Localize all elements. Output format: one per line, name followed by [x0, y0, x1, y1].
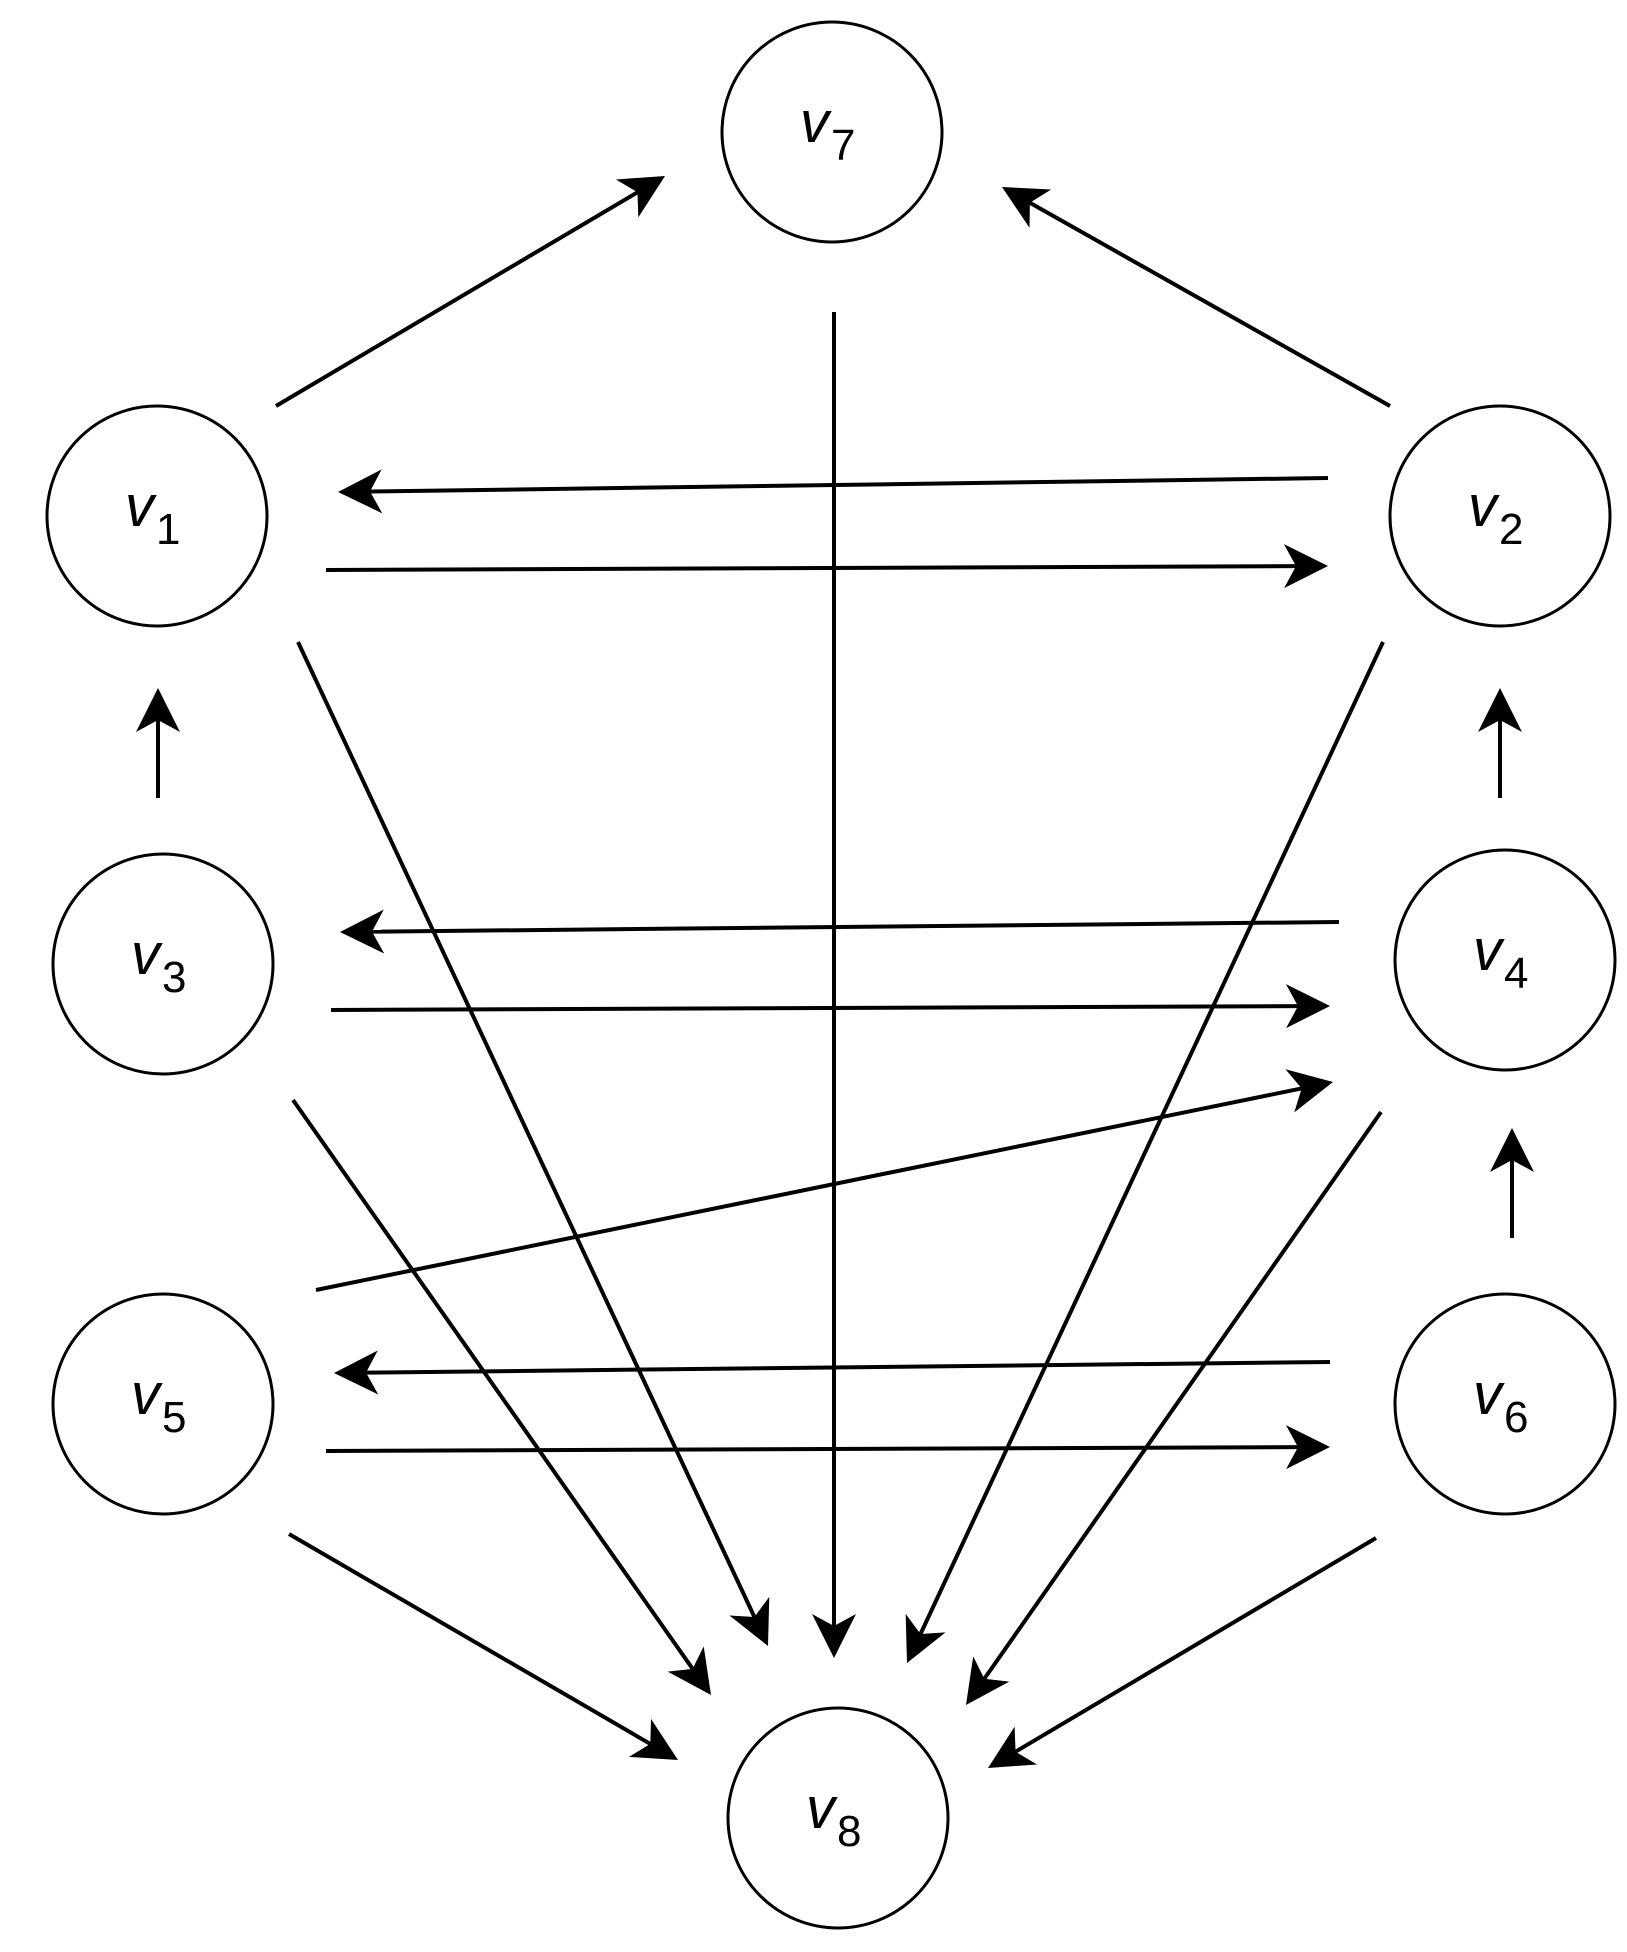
edge-line — [369, 476, 1329, 494]
arrowhead-icon — [1002, 187, 1052, 228]
edge-line — [315, 1086, 1303, 1292]
edge-v1-to-v2 — [325, 544, 1328, 589]
edge-v5-to-v4 — [315, 1069, 1333, 1292]
arrowhead-icon — [729, 1596, 770, 1646]
edge-v4-to-v3 — [340, 909, 1340, 954]
node-label-subscript: 5 — [162, 1393, 186, 1442]
edge-line — [1028, 200, 1391, 408]
arrowhead-icon — [667, 1646, 711, 1695]
node-label-subscript: 6 — [1504, 1393, 1528, 1442]
arrowhead-icon — [1478, 688, 1522, 732]
edge-line — [274, 190, 639, 408]
edge-line — [296, 641, 757, 1618]
node-label: v2 — [1468, 474, 1523, 554]
edge-v6-to-v4 — [1490, 1128, 1534, 1238]
node-v7: v7 — [720, 20, 944, 244]
node-label: v8 — [806, 1776, 861, 1856]
node-circle — [1393, 1292, 1617, 1516]
node-circle — [1388, 404, 1612, 628]
node-label-letter: v — [131, 922, 163, 987]
node-circle — [51, 852, 275, 1076]
node-label-subscript: 7 — [831, 121, 855, 170]
edge-v4-to-v8 — [966, 1110, 1383, 1705]
edge-line — [330, 1004, 1299, 1012]
arrowhead-icon — [628, 1718, 678, 1760]
arrowhead-icon — [988, 1726, 1038, 1768]
node-v8: v8 — [726, 1706, 950, 1930]
edge-line — [371, 920, 1340, 934]
node-label-letter: v — [806, 1776, 838, 1841]
arrowhead-icon — [812, 1614, 856, 1658]
edge-line — [982, 1110, 1383, 1680]
node-label-subscript: 3 — [162, 953, 186, 1002]
edge-v2-to-v7 — [1002, 187, 1391, 408]
node-circle — [726, 1706, 950, 1930]
edge-line — [325, 564, 1297, 572]
node-v4: v4 — [1393, 848, 1617, 1072]
arrowhead-icon — [1490, 1128, 1534, 1172]
node-label: v1 — [125, 474, 180, 554]
node-label: v4 — [1473, 918, 1528, 998]
edge-v2-to-v1 — [338, 469, 1329, 514]
node-label: v6 — [1473, 1362, 1528, 1442]
arrowhead-icon — [334, 1350, 379, 1395]
node-circle — [1393, 848, 1617, 1072]
edge-line — [291, 1098, 695, 1670]
edge-v3-to-v8 — [291, 1098, 711, 1695]
node-v2: v2 — [1388, 404, 1612, 628]
edge-v6-to-v5 — [334, 1350, 1331, 1395]
arrowhead-icon — [338, 469, 383, 514]
arrowhead-icon — [136, 688, 180, 732]
edge-line — [1014, 1536, 1378, 1754]
node-circle — [720, 20, 944, 244]
node-circle — [45, 404, 269, 628]
arrowhead-icon — [340, 909, 385, 954]
edge-v1-to-v8 — [296, 641, 770, 1646]
arrowhead-icon — [615, 176, 665, 218]
node-label-letter: v — [1473, 1362, 1505, 1427]
node-label: v7 — [800, 90, 855, 170]
arrowhead-icon — [1283, 544, 1328, 589]
edge-line — [365, 1360, 1331, 1375]
edge-v2-to-v8 — [905, 641, 1385, 1663]
node-circle — [51, 1292, 275, 1516]
node-label-subscript: 1 — [156, 505, 180, 554]
arrowhead-icon — [1285, 1069, 1333, 1113]
node-v6: v6 — [1393, 1292, 1617, 1516]
node-label-subscript: 4 — [1504, 949, 1528, 998]
edge-line — [918, 641, 1385, 1635]
edge-v6-to-v8 — [988, 1536, 1378, 1768]
arrowhead-icon — [905, 1613, 946, 1663]
edge-line — [325, 1445, 1299, 1453]
edge-v3-to-v4 — [330, 984, 1330, 1029]
edge-v3-to-v1 — [136, 688, 180, 798]
edge-v5-to-v8 — [287, 1532, 678, 1760]
node-label-letter: v — [125, 474, 157, 539]
edge-v5-to-v6 — [325, 1425, 1330, 1470]
edge-v4-to-v2 — [1478, 688, 1522, 798]
arrowhead-icon — [1285, 1425, 1330, 1470]
node-v3: v3 — [51, 852, 275, 1076]
node-v1: v1 — [45, 404, 269, 628]
node-label-subscript: 8 — [837, 1807, 861, 1856]
node-label-letter: v — [1468, 474, 1500, 539]
edge-line — [287, 1532, 652, 1746]
node-v5: v5 — [51, 1292, 275, 1516]
node-label-letter: v — [800, 90, 832, 155]
node-label-letter: v — [131, 1362, 163, 1427]
edge-v1-to-v7 — [274, 176, 665, 408]
edges-layer — [136, 176, 1534, 1768]
edge-v7-to-v8 — [812, 312, 856, 1658]
node-label-subscript: 2 — [1499, 505, 1523, 554]
node-label: v5 — [131, 1362, 186, 1442]
arrowhead-icon — [1285, 984, 1330, 1029]
node-label: v3 — [131, 922, 186, 1002]
arrowhead-icon — [966, 1656, 1010, 1705]
node-label-letter: v — [1473, 918, 1505, 983]
